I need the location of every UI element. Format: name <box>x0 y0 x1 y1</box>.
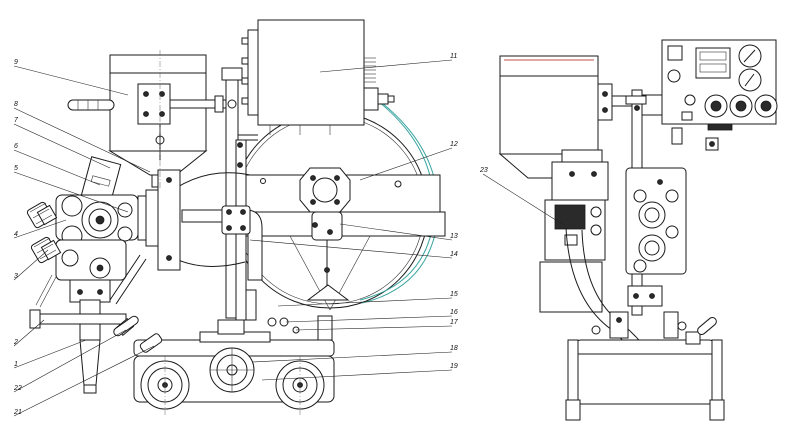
callout-1: 1 <box>14 361 18 368</box>
callout-17: 17 <box>450 319 459 326</box>
callout-9: 9 <box>14 59 18 66</box>
callout-2: 2 <box>13 339 18 346</box>
callouts: 9 8 7 6 5 4 3 2 1 22 21 11 12 13 14 15 1… <box>13 53 488 416</box>
adjust-knobs <box>26 201 62 264</box>
callout-6: 6 <box>14 143 18 150</box>
wire-hopper <box>67 54 227 188</box>
callout-19: 19 <box>450 363 458 370</box>
side-motor <box>539 149 609 313</box>
callout-15: 15 <box>450 291 458 298</box>
cross-tube <box>159 172 263 281</box>
callout-14: 14 <box>450 251 458 258</box>
callout-16: 16 <box>450 309 458 316</box>
callout-13: 13 <box>450 233 458 240</box>
callout-23: 23 <box>479 167 488 174</box>
reel-hub <box>299 167 351 301</box>
side-carriage <box>565 311 725 421</box>
heat-fins <box>364 57 376 83</box>
callout-7: 7 <box>14 117 19 124</box>
callout-11: 11 <box>450 53 457 60</box>
callout-22: 22 <box>13 385 22 392</box>
side-feed <box>625 167 687 307</box>
side-view <box>498 39 778 421</box>
callout-3: 3 <box>14 273 18 280</box>
side-control-panel <box>640 39 778 151</box>
head-plate <box>137 169 181 271</box>
front-view <box>26 19 446 415</box>
leader-lines <box>13 59 563 417</box>
control-box <box>241 19 395 135</box>
callout-21: 21 <box>13 409 22 416</box>
callout-5: 5 <box>14 165 18 172</box>
feed-mechanism <box>55 156 139 303</box>
callout-8: 8 <box>14 101 18 108</box>
callout-18: 18 <box>450 345 458 352</box>
callout-4: 4 <box>14 231 18 238</box>
callout-12: 12 <box>450 141 458 148</box>
